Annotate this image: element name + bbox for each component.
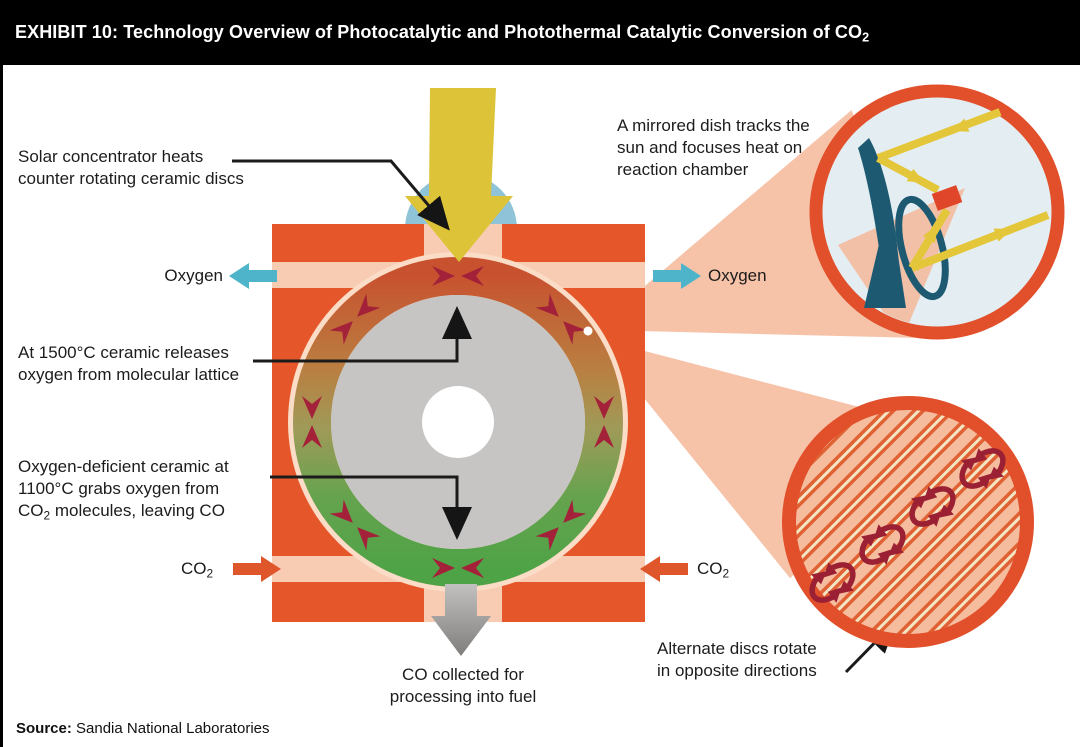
label-co2-left: CO2	[181, 559, 214, 581]
ceramic-disc-assembly	[288, 252, 628, 592]
source-line: Source: Sandia National Laboratories	[16, 720, 270, 737]
co-output-arrow	[431, 584, 491, 656]
oxygen-arrow-left	[229, 263, 277, 289]
label-oxygen-left: Oxygen	[164, 266, 223, 285]
frame-left-border	[0, 0, 3, 747]
dish-rim	[895, 195, 949, 301]
sun-rays	[876, 108, 1050, 272]
source-label: Source:	[16, 720, 72, 737]
exhibit-title-bar: EXHIBIT 10: Technology Overview of Photo…	[0, 0, 1080, 65]
label-co-collected: CO collected for processing into fuel	[389, 665, 537, 706]
dish-pedestal	[864, 240, 906, 308]
annotation-leaders	[232, 159, 898, 674]
disc-stripes	[782, 396, 1034, 648]
disc-center-hole	[422, 386, 494, 458]
label-oxygen-right: Oxygen	[708, 266, 767, 285]
inset-rotating-discs	[782, 396, 1034, 648]
label-alternate-discs: Alternate discs rotate in opposite direc…	[657, 639, 817, 680]
leader-hot-ceramic	[253, 306, 472, 363]
leader-cold-ceramic	[270, 475, 472, 540]
source-text: Sandia National Laboratories	[71, 720, 270, 737]
label-co2-right: CO2	[697, 559, 730, 581]
label-mirrored-dish: A mirrored dish tracks the sun and focus…	[617, 116, 810, 179]
magnifier-origin-dot	[583, 326, 593, 336]
ceramic-ring	[293, 257, 623, 587]
heat-receiver	[931, 185, 963, 211]
leader-solar	[232, 159, 450, 231]
label-solar-concentrator: Solar concentrator heats counter rotatin…	[18, 147, 244, 188]
inset-mirrored-dish	[809, 84, 1065, 340]
co2-arrow-right	[640, 556, 688, 582]
exhibit-title: EXHIBIT 10: Technology Overview of Photo…	[15, 22, 870, 45]
label-ceramic-hot: At 1500°C ceramic releases oxygen from m…	[18, 343, 240, 384]
